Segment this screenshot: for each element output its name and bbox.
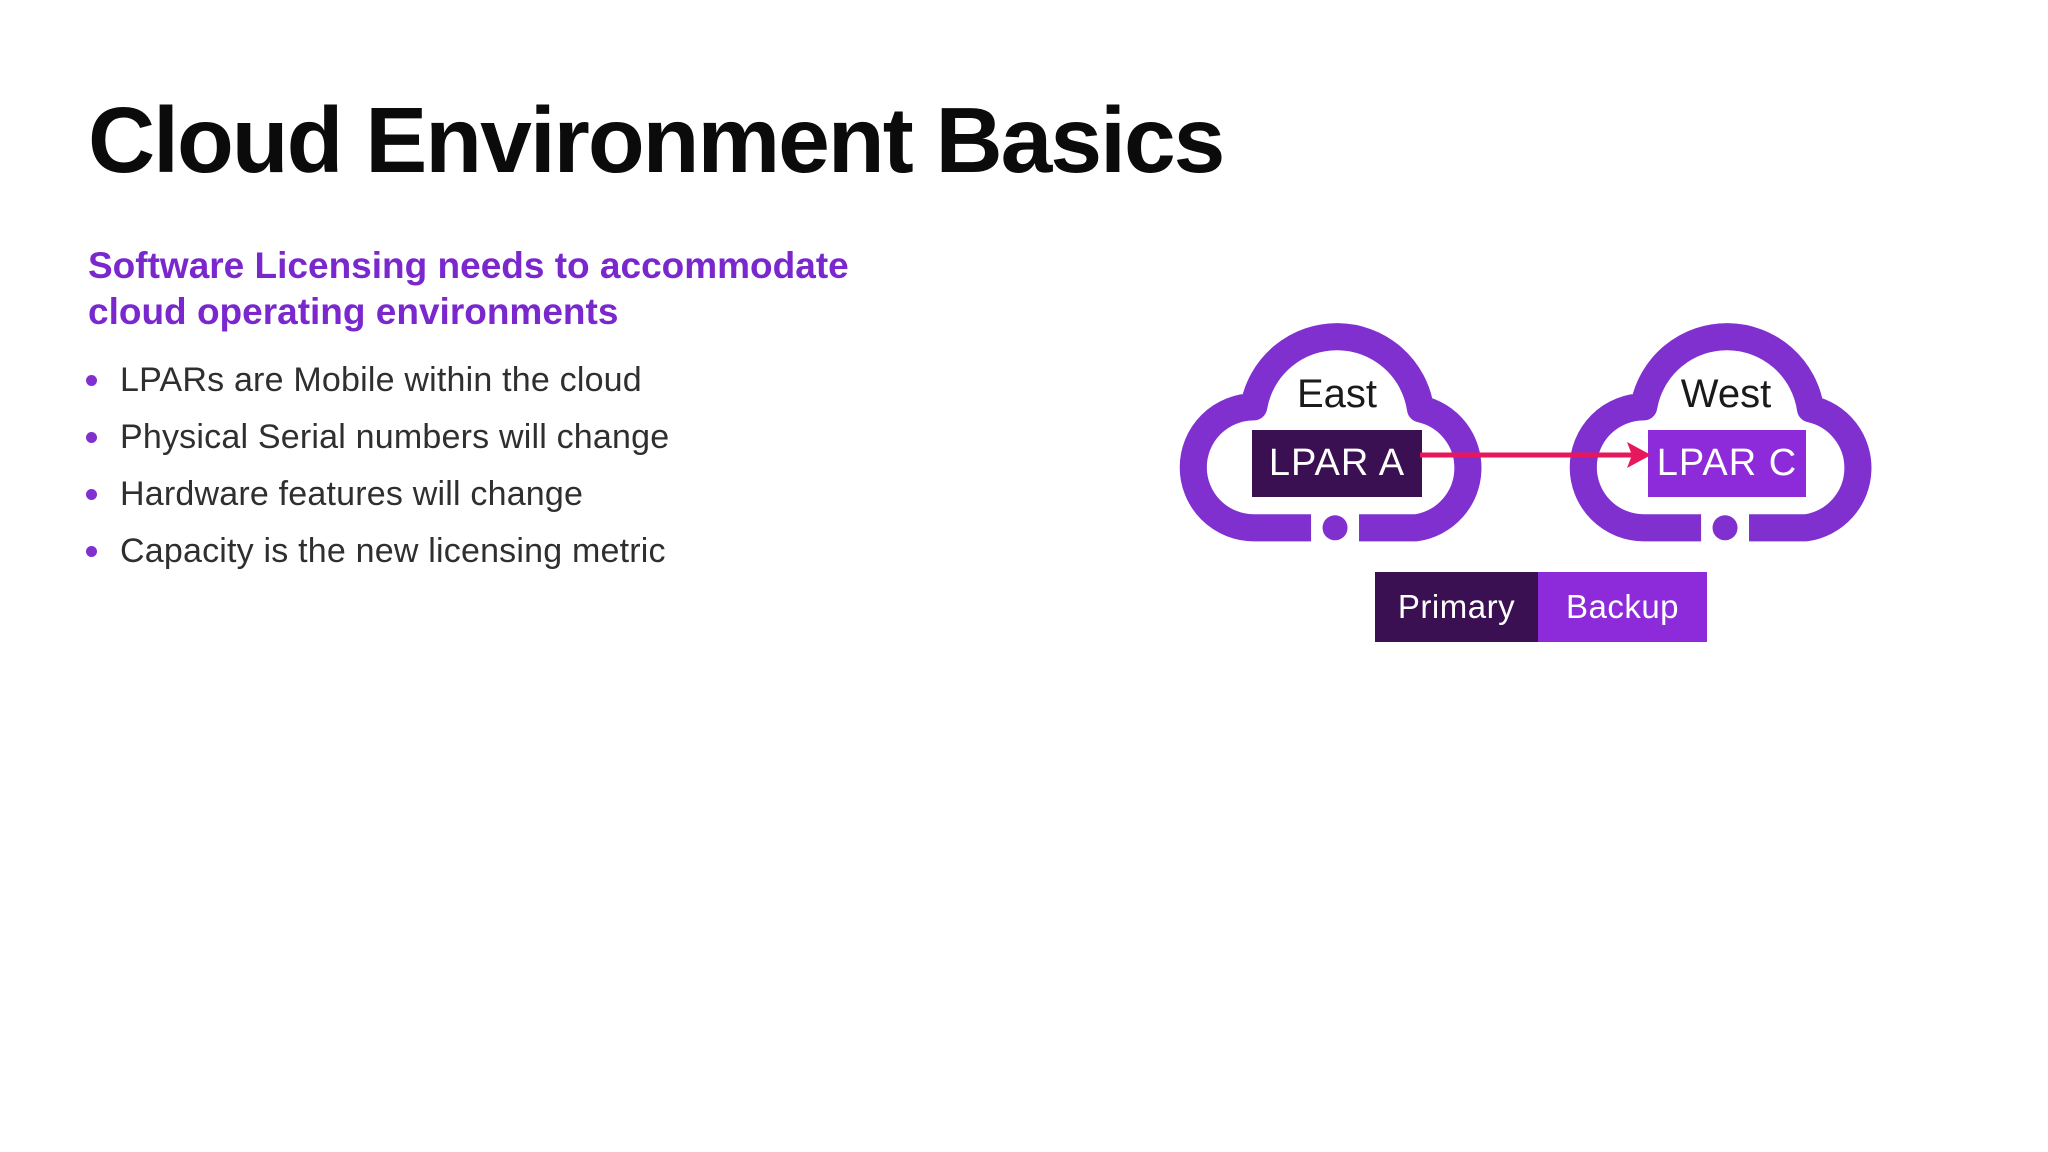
bullet-dot-icon	[86, 489, 97, 500]
lpar-a-box: LPAR A	[1252, 430, 1422, 497]
subtitle-line-1: Software Licensing needs to accommodate	[88, 245, 849, 286]
list-item: Capacity is the new licensing metric	[86, 523, 669, 580]
bullet-dot-icon	[86, 546, 97, 557]
bullet-text: Capacity is the new licensing metric	[120, 532, 666, 570]
list-item: LPARs are Mobile within the cloud	[86, 352, 669, 409]
bullet-list: LPARs are Mobile within the cloud Physic…	[86, 352, 669, 580]
bullet-text: Physical Serial numbers will change	[120, 418, 670, 456]
subtitle-line-2: cloud operating environments	[88, 291, 619, 332]
subtitle: Software Licensing needs to accommodate c…	[88, 243, 849, 335]
east-cloud-icon	[1179, 323, 1482, 542]
legend: Primary Backup	[1375, 572, 1707, 642]
west-cloud-label: West	[1680, 372, 1772, 416]
west-cloud-icon	[1569, 323, 1872, 542]
list-item: Physical Serial numbers will change	[86, 409, 669, 466]
list-item: Hardware features will change	[86, 466, 669, 523]
bullet-dot-icon	[86, 375, 97, 386]
bullet-text: LPARs are Mobile within the cloud	[120, 361, 642, 399]
page-title: Cloud Environment Basics	[88, 88, 1225, 192]
failover-arrow-icon	[1420, 442, 1651, 468]
lpar-c-box: LPAR C	[1648, 430, 1806, 497]
legend-primary: Primary	[1375, 572, 1538, 642]
bullet-dot-icon	[86, 432, 97, 443]
bullet-text: Hardware features will change	[120, 475, 584, 513]
legend-backup: Backup	[1538, 572, 1707, 642]
east-cloud-label: East	[1296, 372, 1378, 416]
